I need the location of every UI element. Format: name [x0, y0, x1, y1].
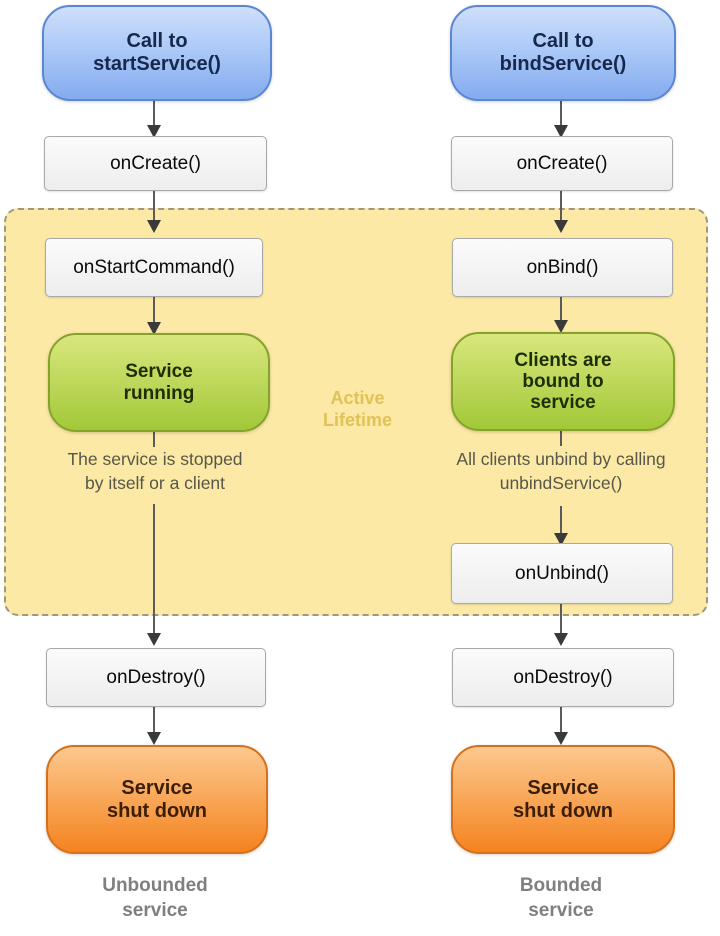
arrow-head-icon — [147, 220, 161, 233]
arrow-head-icon — [554, 320, 568, 333]
arrow-start-to-oncreate-left — [147, 97, 161, 138]
arrow-ondestroy-to-shutdown-left — [147, 705, 161, 745]
onunbind-label: onUnbind() — [515, 562, 609, 584]
arrow-head-icon — [554, 125, 568, 138]
start-service-node: Call to startService() — [42, 5, 272, 101]
bounded-service-caption: Bounded service — [486, 873, 636, 923]
stop-description-line2: by itself or a client — [84, 473, 226, 493]
arrow-head-icon — [554, 533, 568, 546]
arrow-shaft — [560, 705, 562, 733]
onbind-label: onBind() — [526, 256, 599, 278]
bind-service-node: Call to bindService() — [450, 5, 676, 101]
arrow-head-icon — [554, 732, 568, 745]
arrow-onstartcommand-to-running — [147, 295, 161, 335]
start-service-node-line1: Call to — [126, 30, 188, 52]
arrow-onbind-to-bound — [554, 295, 568, 333]
unbind-description-line1: All clients unbind by calling — [456, 449, 666, 469]
bounded-service-caption-line2: service — [528, 900, 594, 921]
oncreate-left-box: onCreate() — [44, 136, 267, 191]
arrow-head-icon — [147, 732, 161, 745]
arrow-start-to-oncreate-right — [554, 97, 568, 138]
unbounded-service-caption: Unbounded service — [80, 873, 230, 923]
service-shutdown-right-line1: Service — [527, 776, 599, 799]
start-service-node-line2: startService() — [93, 53, 221, 75]
arrow-shaft — [153, 295, 155, 323]
unbounded-service-caption-line1: Unbounded — [102, 875, 208, 896]
onstartcommand-label: onStartCommand() — [73, 256, 235, 278]
arrow-shaft — [153, 189, 155, 221]
arrow-ondestroy-to-shutdown-right — [554, 705, 568, 745]
service-shutdown-right-line2: shut down — [513, 799, 613, 822]
onunbind-box: onUnbind() — [451, 543, 673, 604]
clients-bound-line1: Clients are — [514, 350, 612, 371]
service-shutdown-left-line2: shut down — [107, 799, 207, 822]
arrow-oncreate-to-onstartcommand — [147, 189, 161, 233]
arrow-description-to-onunbind — [554, 506, 568, 546]
arrow-oncreate-to-onbind — [554, 189, 568, 233]
ondestroy-left-label: onDestroy() — [106, 666, 206, 688]
arrow-head-icon — [554, 633, 568, 646]
connector-running-to-description — [153, 428, 155, 447]
service-running-line1: Service — [125, 360, 193, 382]
bind-service-node-line1: Call to — [532, 30, 594, 52]
unbounded-service-caption-line2: service — [122, 900, 188, 921]
oncreate-left-label: onCreate() — [110, 152, 201, 174]
bind-service-node-line2: bindService() — [499, 53, 627, 75]
ondestroy-right-box: onDestroy() — [452, 648, 674, 707]
ondestroy-right-label: onDestroy() — [513, 666, 613, 688]
clients-bound-line2: bound to — [522, 371, 604, 392]
arrow-shaft — [153, 705, 155, 733]
arrow-shaft — [560, 506, 562, 534]
connector-bound-to-description — [560, 427, 562, 446]
arrow-head-icon — [554, 220, 568, 233]
arrow-shaft — [153, 97, 155, 126]
arrow-head-icon — [147, 322, 161, 335]
stop-description: The service is stopped by itself or a cl… — [30, 447, 280, 495]
active-lifetime-label-line2: Lifetime — [322, 410, 392, 430]
arrow-shaft — [560, 189, 562, 221]
arrow-head-icon — [147, 633, 161, 646]
arrow-shaft — [560, 602, 562, 634]
service-running-line2: running — [123, 382, 195, 404]
unbind-description: All clients unbind by calling unbindServ… — [415, 447, 707, 495]
ondestroy-left-box: onDestroy() — [46, 648, 266, 707]
active-lifetime-label-line1: Active — [330, 388, 385, 408]
arrow-onunbind-to-ondestroy — [554, 602, 568, 646]
arrow-shaft — [153, 504, 155, 634]
active-lifetime-label: Active Lifetime — [300, 387, 415, 431]
onstartcommand-box: onStartCommand() — [45, 238, 263, 297]
clients-bound-line3: service — [530, 392, 596, 413]
arrow-head-icon — [147, 125, 161, 138]
oncreate-right-box: onCreate() — [451, 136, 673, 191]
service-shutdown-left-line1: Service — [121, 776, 193, 799]
service-running-node: Service running — [48, 333, 270, 432]
arrow-description-to-ondestroy-left — [147, 504, 161, 646]
onbind-box: onBind() — [452, 238, 673, 297]
arrow-shaft — [560, 97, 562, 126]
bounded-service-caption-line1: Bounded — [519, 875, 603, 896]
service-shutdown-left-node: Service shut down — [46, 745, 268, 854]
stop-description-line1: The service is stopped — [67, 449, 243, 469]
arrow-shaft — [560, 295, 562, 321]
service-shutdown-right-node: Service shut down — [451, 745, 675, 854]
clients-bound-node: Clients are bound to service — [451, 332, 675, 431]
unbind-description-line2: unbindService() — [499, 473, 623, 493]
oncreate-right-label: onCreate() — [516, 152, 608, 174]
